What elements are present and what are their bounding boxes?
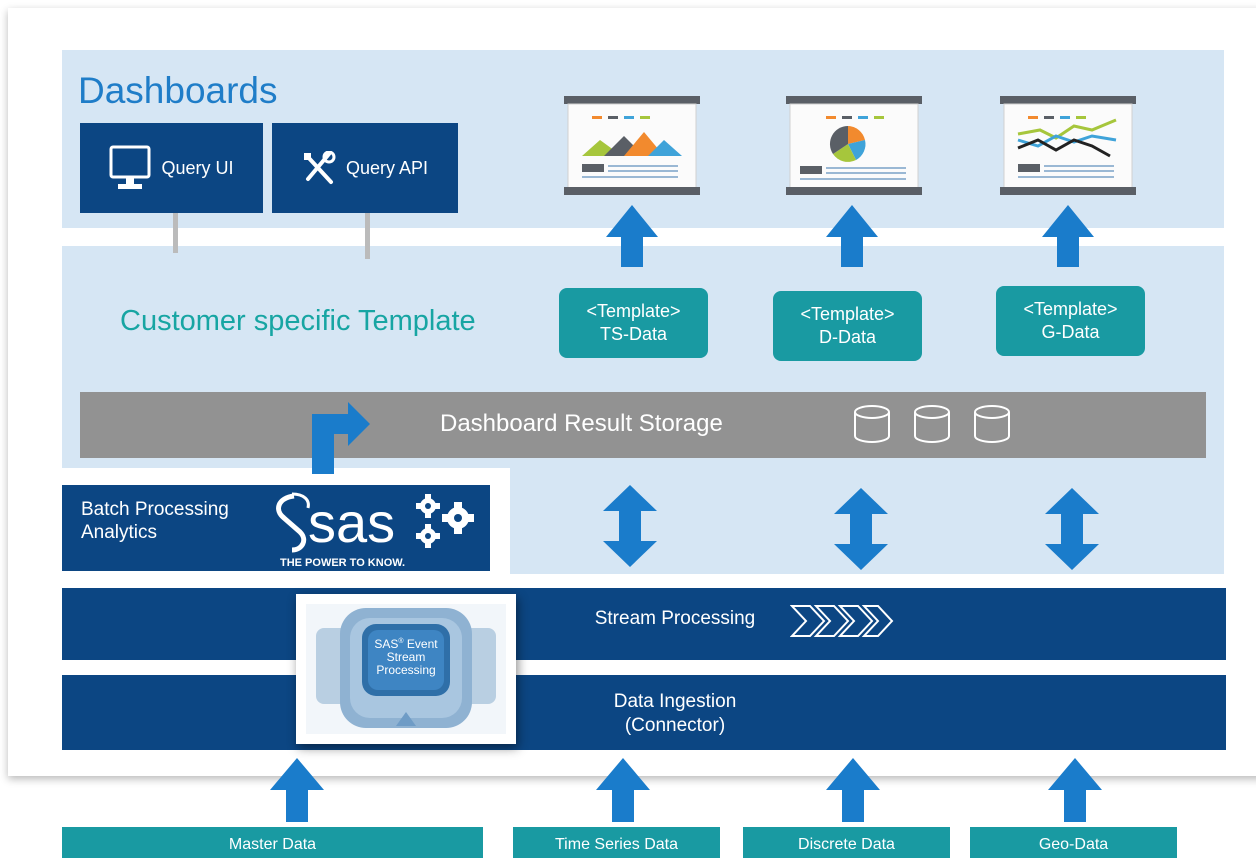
arrow-updown-icon: [1045, 488, 1099, 570]
ingestion-label-line1: Data Ingestion: [613, 691, 737, 712]
database-icon: [854, 405, 1010, 443]
source-time-series-data: Time Series Data: [513, 827, 720, 858]
area-chart-board: [564, 96, 700, 195]
arrow-up-icon: [826, 205, 878, 267]
dashboards-title: Dashboards: [78, 70, 278, 111]
stream-processing-bar: [62, 588, 1226, 660]
gear-icon: [416, 494, 474, 548]
line-chart-board: [1000, 96, 1136, 195]
query-api-label: Query API: [345, 157, 429, 178]
template-name: G-Data: [1041, 322, 1100, 342]
template-tag: <Template>: [800, 304, 895, 324]
batch-label-line1: Batch Processing: [81, 499, 229, 520]
query-api-button[interactable]: Query API: [272, 123, 458, 213]
arrow-up-icon: [1042, 205, 1094, 267]
arrow-up-icon: [596, 758, 650, 822]
ingestion-label-line2: (Connector): [624, 715, 726, 736]
template-d-data: <Template> D-Data: [773, 291, 922, 361]
data-ingestion-bar: [62, 675, 1226, 750]
batch-processing-box: [62, 485, 490, 571]
esp-line1: SAS: [374, 637, 398, 651]
sas-tagline: THE POWER TO KNOW.: [280, 557, 405, 569]
query-ui-label: Query UI: [161, 157, 234, 178]
query-ui-button[interactable]: Query UI: [80, 123, 263, 213]
template-name: D-Data: [818, 327, 876, 347]
template-section-title: Customer specific Template: [120, 305, 476, 337]
arrow-up-icon: [1048, 758, 1102, 822]
esp-line1b: Event: [404, 637, 439, 651]
template-g-data: <Template> G-Data: [996, 286, 1145, 356]
batch-label: Batch Processing Analytics: [81, 498, 229, 544]
bent-arrow-icon: [312, 402, 370, 474]
arrow-up-icon: [270, 758, 324, 822]
svg-text:SAS® Event: SAS® Event: [374, 637, 438, 651]
arrow-up-icon: [606, 205, 658, 267]
monitor-icon: [109, 145, 151, 189]
esp-line2: Stream: [387, 650, 426, 664]
esp-logo-box: SAS® Event Stream Processing: [296, 594, 516, 744]
esp-line3: Processing: [376, 663, 435, 677]
source-discrete-data: Discrete Data: [743, 827, 950, 858]
arrow-up-icon: [826, 758, 880, 822]
arrow-updown-icon: [834, 488, 888, 570]
sas-logo-text: sas: [308, 491, 395, 554]
source-geo-data: Geo-Data: [970, 827, 1177, 858]
source-master-data: Master Data: [62, 827, 483, 858]
chevron-arrows-icon: [790, 605, 894, 637]
esp-logo: SAS® Event Stream Processing: [306, 604, 506, 734]
arrow-updown-icon: [603, 485, 657, 567]
dashboard-result-storage: [80, 392, 1206, 458]
storage-label: Dashboard Result Storage: [440, 410, 723, 437]
template-tag: <Template>: [586, 301, 681, 321]
sas-logo: sas THE POWER TO KNOW.: [276, 491, 405, 569]
esp-line1-sup: ®: [398, 637, 404, 645]
template-ts-data: <Template> TS-Data: [559, 288, 708, 358]
stream-label: Stream Processing: [594, 608, 756, 629]
query-api-connector: [365, 213, 370, 259]
tools-icon: [303, 151, 336, 184]
ingestion-label: Data Ingestion (Connector): [560, 690, 790, 738]
pie-chart-board: [786, 96, 922, 195]
batch-label-line2: Analytics: [81, 522, 158, 543]
query-ui-connector: [173, 213, 178, 253]
template-tag: <Template>: [1023, 299, 1118, 319]
template-name: TS-Data: [599, 324, 668, 344]
